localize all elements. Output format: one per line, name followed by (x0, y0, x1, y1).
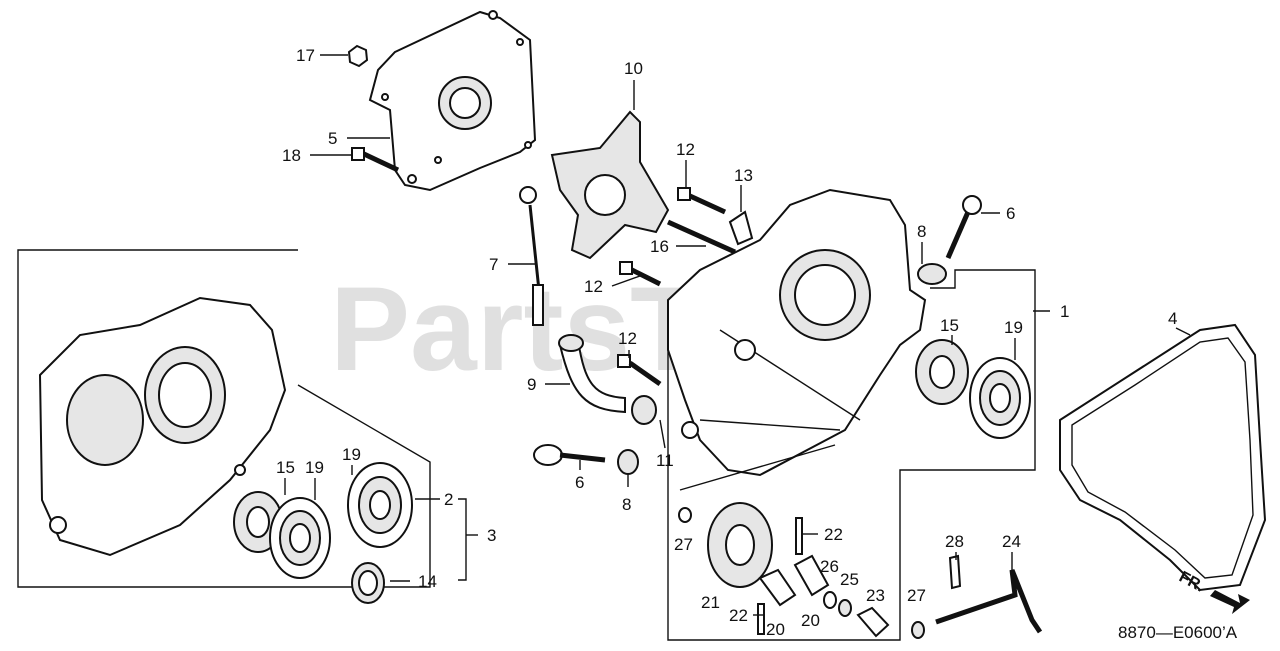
callout-26[interactable]: 26 (820, 557, 839, 576)
callout-16[interactable]: 16 (650, 237, 669, 256)
callout-7[interactable]: 7 (489, 255, 498, 274)
callout-12-middle[interactable]: 12 (584, 277, 603, 296)
dipstick-part-7[interactable] (519, 186, 544, 326)
washer-part-8-upper[interactable] (917, 263, 947, 285)
bearing-part-19-left-inner[interactable] (269, 497, 331, 579)
callout-9[interactable]: 9 (527, 375, 536, 394)
washer-part-27-right[interactable] (911, 621, 925, 639)
diagram-code: 8870—E0600’A (1118, 623, 1238, 642)
callout-8-lower[interactable]: 8 (622, 495, 631, 514)
bolt-part-12-middle[interactable] (619, 261, 662, 287)
callout-19-left-outer[interactable]: 19 (342, 445, 361, 464)
callout-13[interactable]: 13 (734, 166, 753, 185)
callout-1[interactable]: 1 (1060, 302, 1069, 321)
callout-27-left[interactable]: 27 (674, 535, 693, 554)
washer-part-8-lower[interactable] (617, 449, 639, 475)
drain-plug-part-6-upper[interactable] (945, 195, 982, 259)
clip-part-26[interactable] (823, 591, 837, 609)
pin-part-22-lower[interactable] (757, 603, 765, 635)
washer-part-25[interactable] (838, 599, 852, 617)
bolt-part-18[interactable] (351, 147, 400, 173)
stud-part-16[interactable] (666, 219, 737, 255)
crankcase-part-1[interactable] (667, 188, 927, 477)
clip-part-13[interactable] (728, 210, 754, 246)
callout-8-upper[interactable]: 8 (917, 222, 926, 241)
drain-plug-part-6-lower[interactable] (533, 444, 606, 466)
callout-11[interactable]: 11 (656, 451, 674, 470)
crankcase-cover-part-5[interactable] (368, 10, 537, 192)
callout-23[interactable]: 23 (866, 586, 885, 605)
callout-17[interactable]: 17 (296, 46, 315, 65)
callout-25[interactable]: 25 (840, 570, 859, 589)
callout-10[interactable]: 10 (624, 59, 643, 78)
callout-15-left[interactable]: 15 (276, 458, 295, 477)
callout-22-lower[interactable]: 22 (729, 606, 748, 625)
pin-part-28[interactable] (948, 554, 962, 590)
callout-3[interactable]: 3 (487, 526, 496, 545)
callout-20-right[interactable]: 20 (801, 611, 820, 630)
crankcase-part-2[interactable] (38, 296, 287, 557)
governor-gear-part-21[interactable] (707, 502, 773, 588)
callout-15-right[interactable]: 15 (940, 316, 959, 335)
callout-5[interactable]: 5 (328, 129, 337, 148)
callout-2[interactable]: 2 (444, 490, 453, 509)
callout-27-right[interactable]: 27 (907, 586, 926, 605)
callout-19-right[interactable]: 19 (1004, 318, 1023, 337)
leader-lines (284, 54, 1191, 616)
callout-19-left-inner[interactable]: 19 (305, 458, 324, 477)
callout-18[interactable]: 18 (282, 146, 301, 165)
callout-28[interactable]: 28 (945, 532, 964, 551)
callout-4[interactable]: 4 (1168, 309, 1177, 328)
front-label: FR. (1176, 569, 1207, 596)
gasket-part-4[interactable] (1059, 323, 1267, 592)
pipe-part-9[interactable] (558, 334, 626, 414)
seal-part-14[interactable] (351, 562, 385, 604)
bolt-part-12-upper[interactable] (677, 187, 727, 215)
gasket-plate-part-10[interactable] (550, 110, 670, 260)
callout-22-upper[interactable]: 22 (824, 525, 843, 544)
callout-labels: 17 5 18 10 12 13 6 8 7 16 12 1 15 19 4 1… (276, 46, 1177, 639)
bearing-part-19-left-outer[interactable] (347, 462, 413, 548)
callout-6-lower[interactable]: 6 (575, 473, 584, 492)
oil-seal-part-15-right[interactable] (915, 339, 969, 405)
slider-part-20-right[interactable] (793, 554, 830, 597)
nut-part-17[interactable] (347, 44, 369, 68)
slider-part-20-left[interactable] (758, 568, 797, 607)
callout-20-left[interactable]: 20 (766, 620, 785, 639)
pin-part-22-upper[interactable] (795, 517, 803, 555)
callout-6-upper[interactable]: 6 (1006, 204, 1015, 223)
callout-12-lower[interactable]: 12 (618, 329, 637, 348)
callout-14[interactable]: 14 (418, 572, 437, 591)
front-direction-arrow: FR. (1176, 569, 1250, 614)
bolt-part-23[interactable] (856, 606, 890, 638)
washer-part-27-left[interactable] (678, 507, 692, 523)
seal-part-11[interactable] (631, 395, 657, 425)
bolt-part-12-lower[interactable] (617, 354, 662, 387)
callout-21[interactable]: 21 (701, 593, 720, 612)
callout-12-upper[interactable]: 12 (676, 140, 695, 159)
bearing-part-19-right[interactable] (969, 357, 1031, 439)
callout-24[interactable]: 24 (1002, 532, 1021, 551)
